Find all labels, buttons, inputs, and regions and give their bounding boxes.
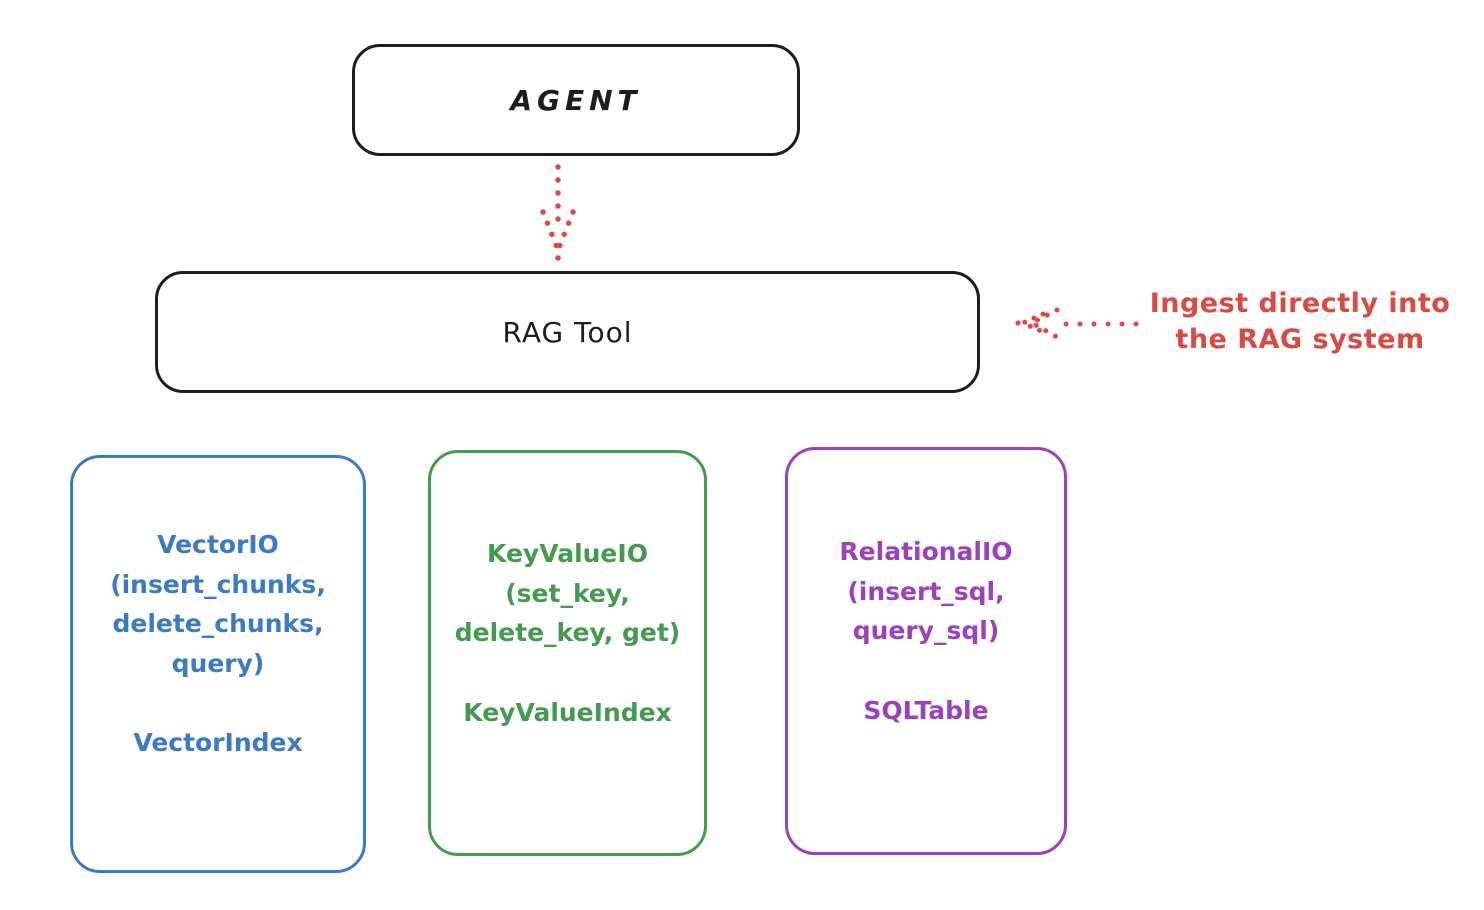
annotation-to-ragtool-arrow xyxy=(1012,300,1142,346)
rag-tool-node: RAG Tool xyxy=(155,271,980,393)
agent-node-label: AGENT xyxy=(510,83,642,117)
keyvalue-io-params-line1: (set_key, xyxy=(505,578,630,608)
vector-index-label: VectorIndex xyxy=(133,728,303,758)
vector-io-params-line1: (insert_chunks, xyxy=(110,569,326,599)
vector-io-params-line3: query) xyxy=(171,648,265,678)
vector-io-box: VectorIO (insert_chunks, delete_chunks, … xyxy=(70,455,366,873)
relational-io-box: RelationalIO (insert_sql, query_sql) SQL… xyxy=(785,447,1067,855)
ingest-annotation-line2: the RAG system xyxy=(1175,324,1425,356)
agent-to-ragtool-arrow xyxy=(536,162,580,264)
agent-node: AGENT xyxy=(352,44,800,156)
relational-io-params-line1: (insert_sql, xyxy=(847,576,1005,606)
keyvalue-io-box: KeyValueIO (set_key, delete_key, get) Ke… xyxy=(428,450,707,856)
ingest-annotation: Ingest directly into the RAG system xyxy=(1130,286,1470,359)
keyvalue-io-params-line2: delete_key, get) xyxy=(454,618,681,647)
vector-io-title: VectorIO xyxy=(157,530,279,560)
rag-tool-node-label: RAG Tool xyxy=(502,315,633,349)
sql-table-label: SQLTable xyxy=(863,695,989,725)
ingest-annotation-line1: Ingest directly into xyxy=(1149,288,1451,319)
keyvalue-index-label: KeyValueIndex xyxy=(463,697,672,727)
vector-io-params-line2: delete_chunks, xyxy=(112,609,324,639)
dotted-left-arrow-icon xyxy=(1015,307,1139,340)
keyvalue-io-title: KeyValueIO xyxy=(487,539,648,568)
dotted-down-arrow-icon xyxy=(540,164,576,261)
relational-io-params-line2: query_sql) xyxy=(852,616,1000,645)
relational-io-title: RelationalIO xyxy=(839,537,1013,566)
